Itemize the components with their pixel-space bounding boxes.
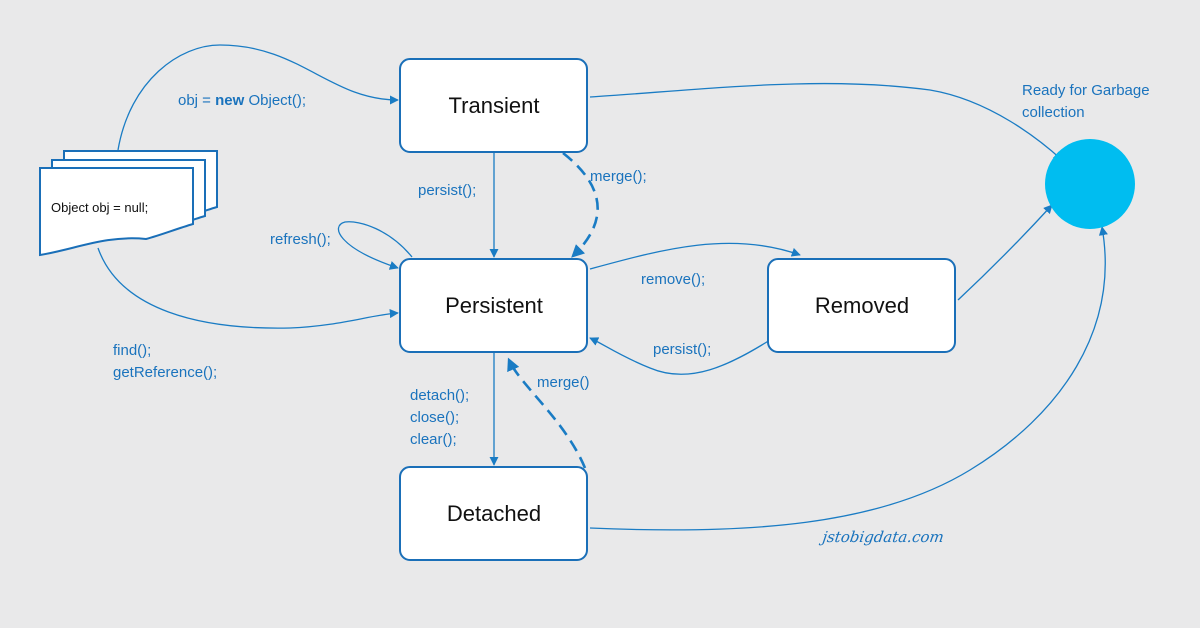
edge-refresh-loop <box>337 221 413 270</box>
gc-label-line1: Ready for Garbage <box>1022 82 1150 99</box>
label-close: close(); <box>410 409 459 426</box>
document-label: Object obj = null; <box>51 200 148 215</box>
label-get-reference: getReference(); <box>113 364 217 381</box>
edge-find <box>97 247 399 329</box>
edge-detached-to-gc <box>589 226 1108 531</box>
state-persistent-label: Persistent <box>445 293 543 318</box>
label-persist-removed: persist(); <box>653 341 711 358</box>
label-remove: remove(); <box>641 271 705 288</box>
edge-detached-merge <box>507 357 587 469</box>
edge-removed-persist <box>589 337 771 375</box>
edge-remove <box>589 242 801 270</box>
label-detach: detach(); <box>410 387 469 404</box>
edge-transient-to-gc <box>589 82 1063 161</box>
gc-label-line2: collection <box>1022 104 1085 121</box>
label-refresh: refresh(); <box>270 231 331 248</box>
label-merge-transient: merge(); <box>590 168 647 185</box>
label-find: find(); <box>113 342 151 359</box>
label-new-object: obj = new Object(); <box>178 92 306 109</box>
edge-removed-to-gc <box>957 204 1053 301</box>
gc-circle <box>1045 139 1135 229</box>
watermark: jstobigdata.com <box>818 528 945 546</box>
state-detached-label: Detached <box>447 501 541 526</box>
edge-new-object <box>117 44 399 151</box>
document-stack: Object obj = null; <box>39 150 218 257</box>
state-detached: Detached <box>399 466 588 561</box>
state-transient: Transient <box>399 58 588 153</box>
state-transient-label: Transient <box>449 93 540 118</box>
edge-transient-merge <box>562 151 599 258</box>
state-removed-label: Removed <box>815 293 909 318</box>
label-persist-transient: persist(); <box>418 182 476 199</box>
state-persistent: Persistent <box>399 258 588 353</box>
label-merge-detached: merge() <box>537 374 590 391</box>
label-clear: clear(); <box>410 431 457 448</box>
state-removed: Removed <box>767 258 956 353</box>
